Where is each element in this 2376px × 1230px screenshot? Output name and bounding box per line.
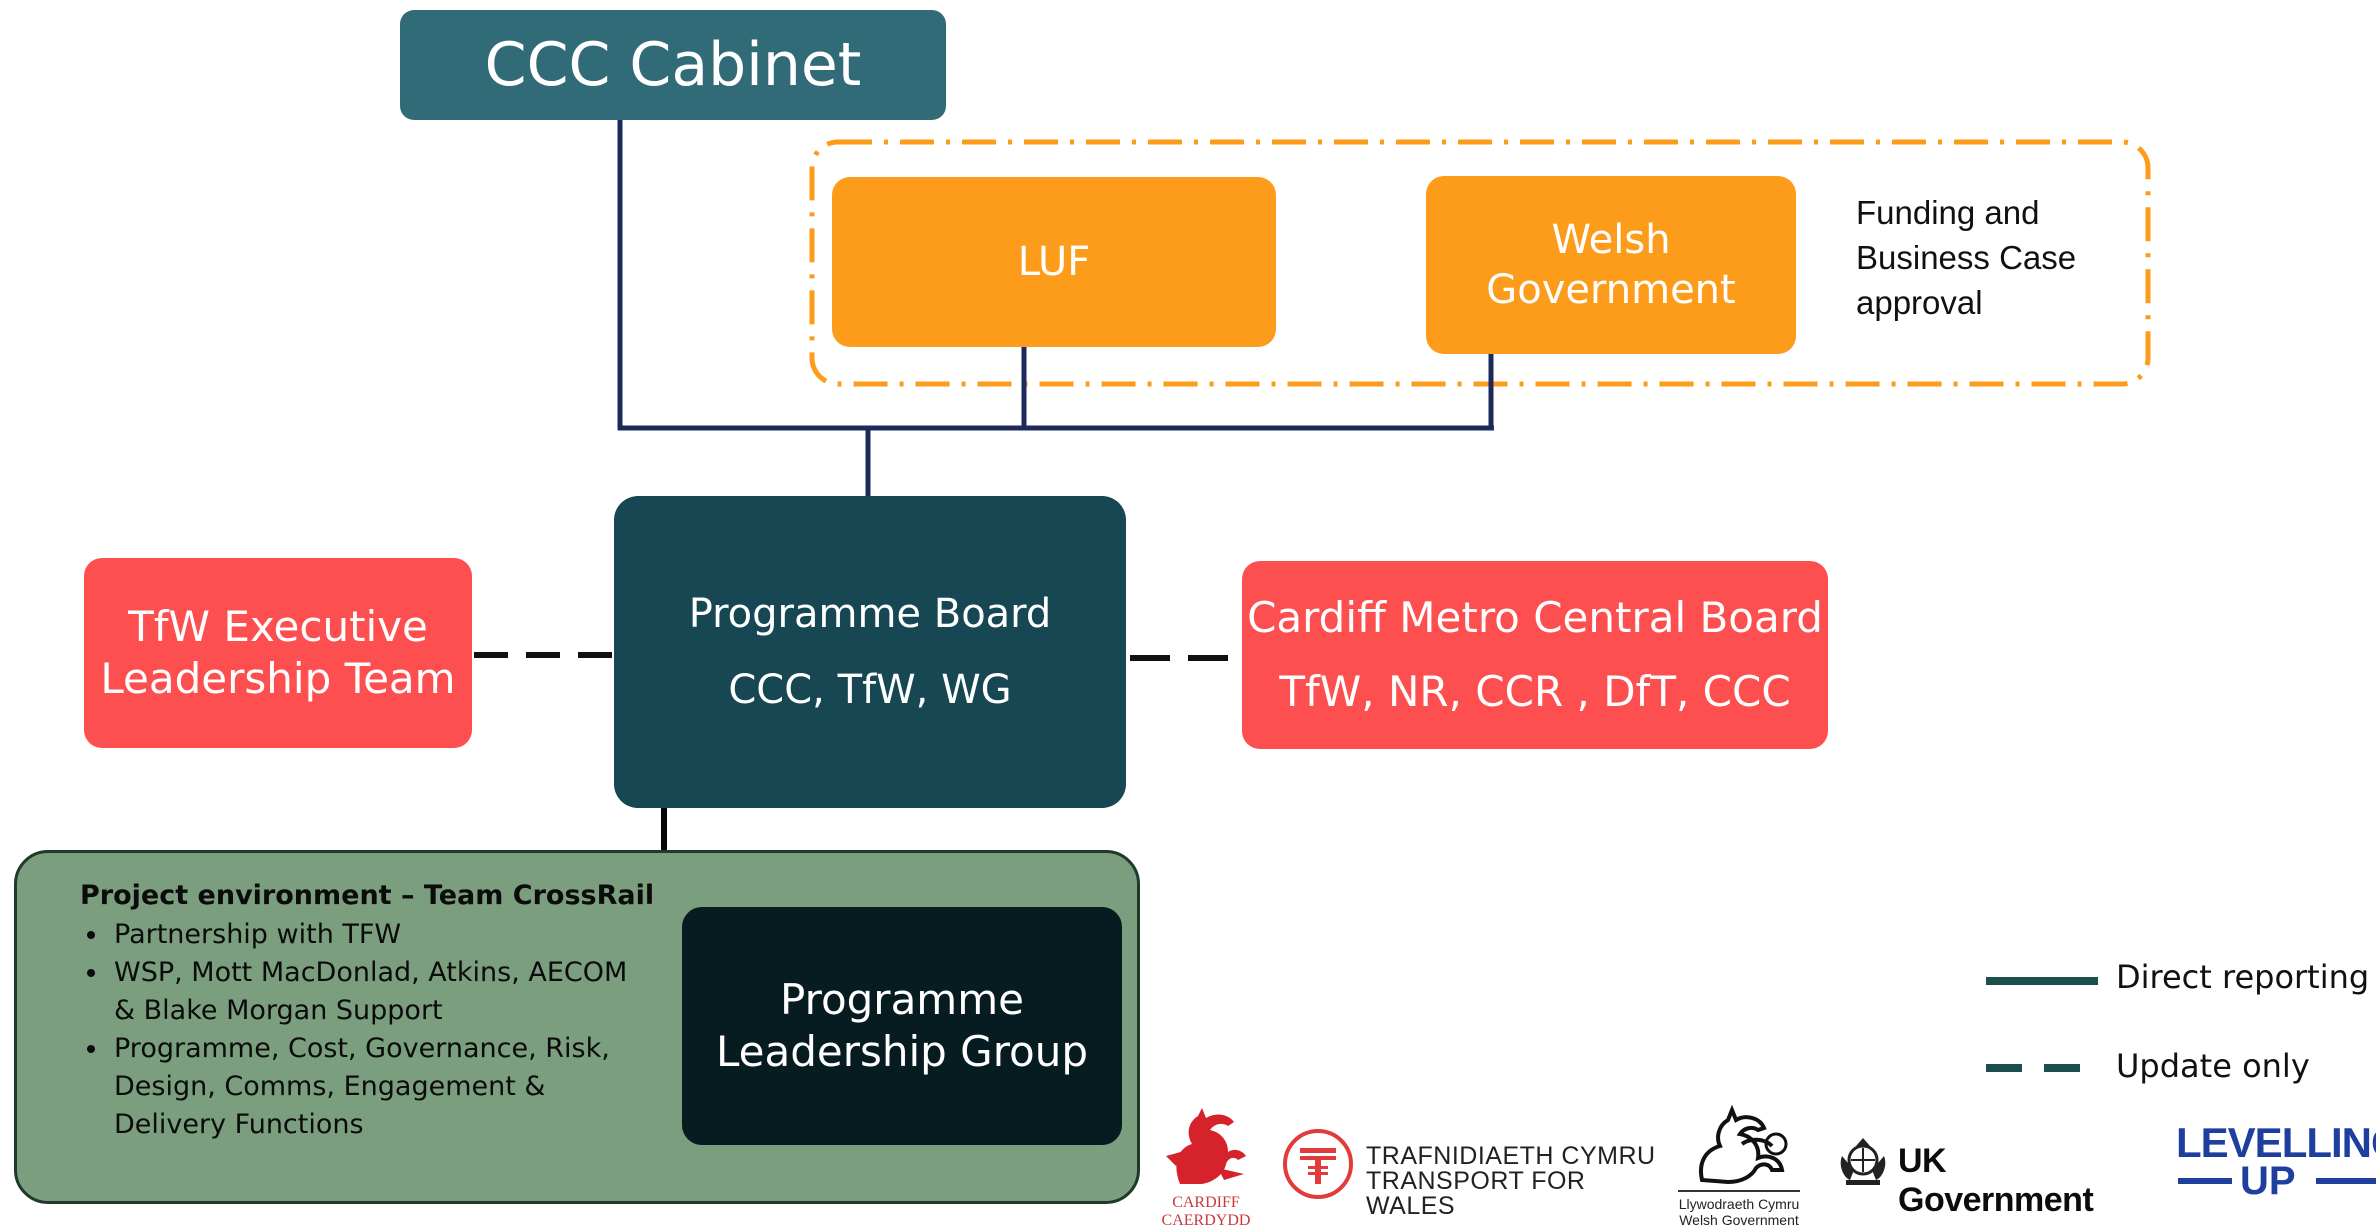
direct-reporting-lines (617, 120, 1494, 496)
tfw-roundel-icon (1283, 1129, 1353, 1199)
welsh-logo-line2: Welsh Government (1679, 1212, 1799, 1228)
cardiff-logo-line1: CARDIFF (1172, 1194, 1240, 1211)
funding-note-line3: approval (1856, 284, 1983, 322)
royal-crest-icon (1840, 1138, 1886, 1185)
levelling-up-line2: UP (2240, 1159, 2296, 1203)
tfw-elt-label-line1: TfW Executive (128, 601, 428, 651)
luf-label: LUF (1017, 239, 1091, 285)
levelling-up-line1: LEVELLING (2176, 1119, 2376, 1166)
list-item: WSP, Mott MacDonlad, Atkins, AECOM & Bla… (110, 954, 650, 1030)
cardiff-logo-line2: CAERDYDD (1161, 1212, 1251, 1229)
programme-board-node: Programme Board CCC, TfW, WG (614, 496, 1126, 808)
welsh-logo-line1: Llywodraeth Cymru (1678, 1196, 1800, 1212)
plg-label-line2: Leadership Group (715, 1027, 1089, 1076)
project-environment-list: Partnership with TFW WSP, Mott MacDonlad… (64, 916, 650, 1144)
metro-board-title: Cardiff Metro Central Board (1247, 592, 1823, 642)
luf-node: LUF (832, 177, 1276, 347)
tfw-logo-line2: TRANSPORT FOR WALES (1366, 1167, 1586, 1220)
tfw-executive-leadership-node: TfW Executive Leadership Team (84, 558, 472, 748)
ccc-cabinet-node: CCC Cabinet (400, 10, 946, 120)
levelling-up-bar-left (2178, 1178, 2232, 1184)
levelling-up-bar-right (2316, 1178, 2376, 1184)
plg-label-line1: Programme (780, 974, 1024, 1024)
funding-group-frame (809, 139, 2151, 387)
levelling-up-logo: LEVELLING UP (2176, 1122, 2376, 1202)
tfw-logo: TRAFNIDIAETH CYMRU TRANSPORT FOR WALES (1282, 1128, 1662, 1219)
welsh-government-label-line2: Government (1486, 267, 1736, 313)
uk-government-logo: UK Government (1836, 1136, 2146, 1219)
legend-update-label: Update only (2116, 1047, 2310, 1085)
tfw-elt-label-line2: Leadership Team (100, 654, 456, 703)
welsh-government-logo: Llywodraeth Cymru Welsh Government (1672, 1104, 1806, 1228)
programme-board-title: Programme Board (688, 591, 1052, 637)
list-item: Programme, Cost, Governance, Risk, Desig… (110, 1030, 650, 1144)
project-environment-title: Project environment – Team CrossRail (80, 880, 655, 911)
list-item: Partnership with TFW (110, 916, 650, 954)
metro-board-members: TfW, NR, CCR , DfT, CCC (1279, 667, 1791, 716)
programme-leadership-group-node: Programme Leadership Group (682, 907, 1122, 1145)
cardiff-metro-central-board-node: Cardiff Metro Central Board TfW, NR, CCR… (1242, 561, 1828, 749)
funding-note-line1: Funding and (1856, 194, 2040, 231)
cardiff-council-logo: CARDIFF CAERDYDD (1158, 1104, 1254, 1229)
legend-direct-label: Direct reporting (2116, 958, 2370, 996)
red-dragon-icon (1166, 1108, 1246, 1184)
welsh-dragon-icon (1699, 1104, 1788, 1185)
welsh-government-label-line1: Welsh (1551, 217, 1671, 263)
welsh-government-node: Welsh Government (1426, 176, 1796, 354)
welsh-logo-rule (1678, 1190, 1800, 1192)
ccc-cabinet-label: CCC Cabinet (484, 29, 862, 100)
funding-note-line2: Business Case (1856, 239, 2077, 277)
programme-board-members: CCC, TfW, WG (728, 667, 1012, 713)
uk-government-label: UK Government (1898, 1142, 2094, 1219)
funding-note: Funding and Business Case approval (1856, 190, 2116, 326)
tfw-logo-line1: TRAFNIDIAETH CYMRU (1366, 1142, 1656, 1170)
